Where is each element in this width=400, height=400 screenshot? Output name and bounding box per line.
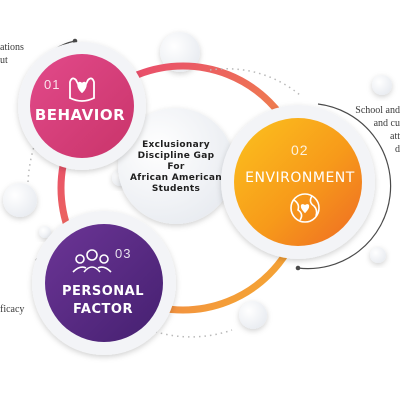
decor-bubble (370, 247, 386, 263)
side-text-bottom-left: ficacy (0, 304, 25, 315)
side-text-top-left: ations ut (0, 42, 24, 66)
connector-line-right (297, 103, 392, 270)
environment-number: 02 (291, 142, 309, 158)
decor-bubble (3, 183, 37, 217)
side-text-right: School and and cu att d (355, 105, 400, 155)
behavior-circle (30, 54, 134, 158)
environment-label: ENVIRONMENT (245, 170, 355, 186)
decor-bubble (239, 301, 267, 329)
decor-bubble (160, 32, 200, 72)
behavior-label: BEHAVIOR (34, 106, 126, 124)
decor-bubble (39, 226, 51, 238)
behavior-number: 01 (44, 77, 61, 92)
environment-circle (234, 118, 362, 246)
connector-dot (72, 38, 78, 44)
center-title: Exclusionary Discipline Gap For African … (130, 140, 222, 194)
decor-bubble (372, 75, 392, 95)
globe-heart-icon (290, 193, 320, 223)
group-icon (72, 249, 112, 273)
personal-factor-label: PERSONAL FACTOR (61, 284, 145, 317)
personal-factor-circle (45, 224, 163, 342)
center-bubble (118, 108, 234, 224)
heart-hands-icon (69, 77, 95, 102)
connector-dot (295, 265, 301, 271)
personal-factor-number: 03 (115, 246, 132, 261)
